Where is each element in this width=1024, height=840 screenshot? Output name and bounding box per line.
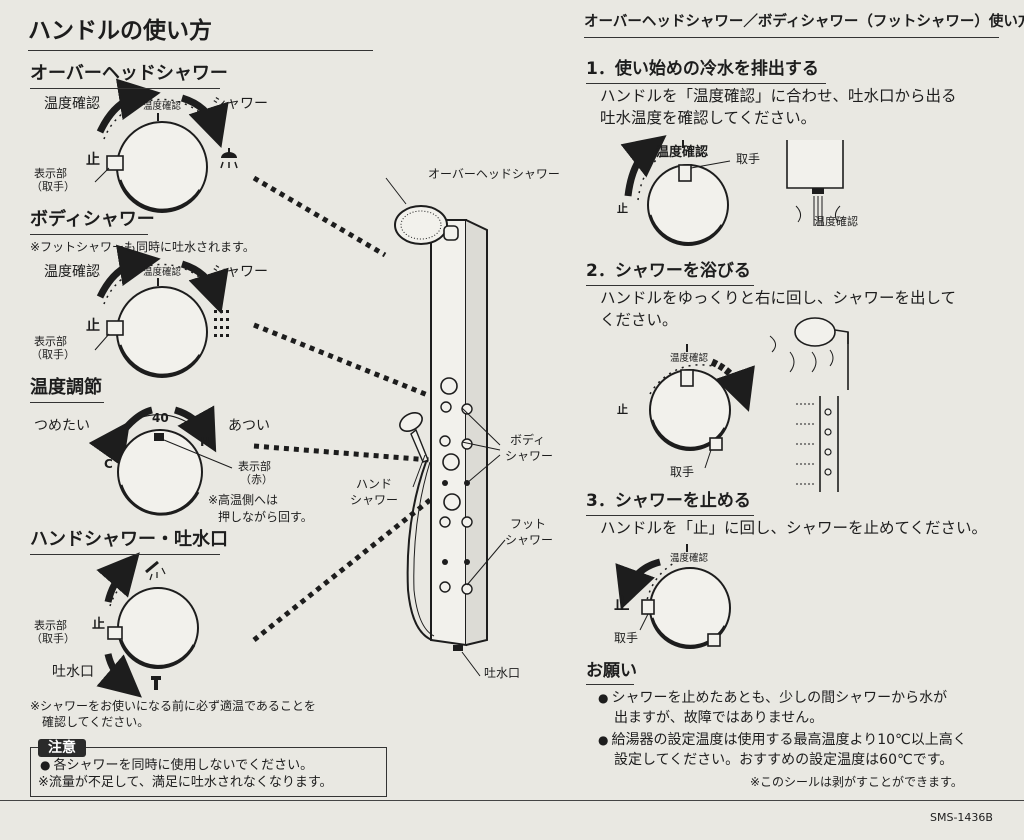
column-foot-label-1: フット: [510, 517, 547, 531]
left-title: ハンドルの使い方: [28, 18, 212, 44]
temp-display-sub: （赤）: [240, 473, 273, 486]
step2-underline: [586, 285, 754, 286]
hand-display-sub: （取手）: [31, 632, 75, 645]
step2-stop: 止: [617, 403, 628, 416]
step3-heading: 3．シャワーを止める: [586, 491, 751, 511]
model-number: SMS-1436B: [930, 811, 993, 824]
step1-underline: [586, 83, 826, 84]
warning-line-2: 確認してください。: [42, 715, 150, 729]
step1-spout-temp: 温度確認: [814, 215, 858, 228]
step2-temp-check-small: 温度確認: [670, 353, 709, 364]
temp-note-1: ※高温側へは: [208, 493, 279, 507]
column-spout-label: 吐水口: [484, 666, 521, 680]
step1-line-2: 吐水温度を確認してください。: [600, 109, 817, 127]
spout-icon: [151, 676, 161, 690]
column-hand-label-1: ハンド: [356, 477, 393, 491]
request-bullet-1-line-1: シャワーを止めたあとも、少しの間シャワーから水が: [598, 690, 947, 706]
step1-temp-check: 温度確認: [656, 145, 709, 160]
temp-h: H: [200, 435, 211, 449]
overhead-temp-check: 温度確認: [44, 96, 100, 112]
temp-heading: 温度調節: [30, 377, 102, 398]
temp-display-label: 表示部: [238, 460, 271, 473]
seal-note: ※このシールは剥がすことができます。: [750, 775, 963, 789]
step3-handle: 取手: [614, 631, 639, 645]
caution-badge: 注意: [38, 739, 86, 757]
hand-spout: 吐水口: [52, 664, 94, 680]
step3-temp-check-small: 温度確認: [670, 553, 709, 564]
column-body-label-1: ボディ: [510, 433, 546, 447]
body-shower: シャワー: [212, 264, 268, 280]
body-note: ※フットシャワーも同時に吐水されます。: [30, 240, 255, 254]
step1-line-1: ハンドルを「温度確認」に合わせ、吐水口から出る: [600, 87, 957, 105]
temp-cold: つめたい: [34, 418, 90, 434]
shower-icon: [220, 148, 238, 169]
step2-line-2: ください。: [600, 311, 678, 329]
column-overhead-label: オーバーヘッドシャワー: [428, 167, 560, 181]
hand-display-label: 表示部: [34, 619, 67, 632]
temp-c: C: [104, 457, 113, 471]
column-body-label-2: シャワー: [505, 449, 554, 463]
request-bullet-2-line-2: 設定してください。おすすめの設定温度は60℃です。: [614, 752, 954, 768]
overhead-heading: オーバーヘッドシャワー: [30, 63, 228, 84]
overhead-shower: シャワー: [212, 96, 268, 112]
warning-line-1: ※シャワーをお使いになる前に必ず適温であることを: [30, 699, 316, 713]
body-heading: ボディシャワー: [30, 209, 155, 230]
body-knob-diagram: [94, 244, 229, 378]
body-spray-icon: [214, 310, 229, 337]
request-bullet-2-line-1: 給湯器の設定温度は使用する最高温度より10℃以上高く: [598, 732, 966, 748]
request-underline: [586, 684, 634, 685]
request-bullet-1-line-2: 出ますが、故障ではありません。: [614, 710, 824, 726]
step2-line-1: ハンドルをゆっくりと右に回し、シャワーを出して: [600, 289, 957, 307]
column-hand-label-2: シャワー: [350, 493, 399, 507]
caution-line-2: ※流量が不足して、満足に吐水されなくなります。: [38, 775, 333, 790]
request-heading: お願い: [586, 661, 637, 681]
hand-knob-diagram: [96, 552, 199, 698]
caution-line-1: 各シャワーを同時に使用しないでください。: [40, 758, 313, 774]
overhead-stop: 止: [86, 152, 100, 168]
temp-note-2: 押しながら回す。: [218, 510, 313, 524]
step3-underline: [586, 515, 754, 516]
temperature-knob-diagram: [88, 405, 233, 516]
right-title: オーバーヘッドシャワー／ボディシャワー（フットシャワー）使い方手順: [584, 14, 1024, 30]
hand-stop: 止: [92, 617, 106, 632]
body-underline: [30, 234, 148, 235]
step2-handle: 取手: [670, 465, 695, 479]
leader-lines: [252, 175, 432, 642]
body-stop: 止: [86, 318, 100, 334]
caution-box: [30, 747, 387, 797]
hand-underline: [30, 554, 220, 555]
step2-knob-diagram: [649, 317, 849, 492]
body-temp-check: 温度確認: [44, 264, 100, 280]
step3-knob-diagram: [615, 544, 731, 649]
temp-forty: 40: [152, 411, 169, 425]
overhead-temp-check-small: 温度確認: [143, 101, 182, 112]
body-temp-check-small: 温度確認: [143, 267, 182, 278]
overhead-display-sub: （取手）: [31, 180, 75, 193]
shower-column-diagram: [385, 177, 506, 677]
step1-heading: 1．使い始めの冷水を排出する: [586, 59, 819, 79]
step3-line-1: ハンドルを「止」に回し、シャワーを止めてください。: [600, 519, 988, 537]
overhead-display-label: 表示部: [34, 167, 67, 180]
step1-handle: 取手: [736, 152, 761, 166]
bottom-rule: [0, 800, 1024, 801]
step3-stop: 止: [614, 595, 630, 613]
column-foot-label-2: シャワー: [505, 533, 554, 547]
right-title-underline: [584, 37, 999, 38]
overhead-knob-diagram: [94, 78, 238, 213]
body-display-sub: （取手）: [31, 348, 75, 361]
step2-heading: 2．シャワーを浴びる: [586, 261, 751, 281]
temp-underline: [30, 402, 104, 403]
hand-heading: ハンドシャワー・吐水口: [30, 529, 228, 550]
left-title-underline: [28, 50, 373, 51]
overhead-underline: [30, 88, 220, 89]
body-display-label: 表示部: [34, 335, 67, 348]
temp-hot: あつい: [228, 418, 270, 434]
hand-shower-icon: [145, 560, 166, 581]
step1-stop: 止: [617, 202, 628, 215]
step1-knob-diagram: [620, 135, 844, 246]
